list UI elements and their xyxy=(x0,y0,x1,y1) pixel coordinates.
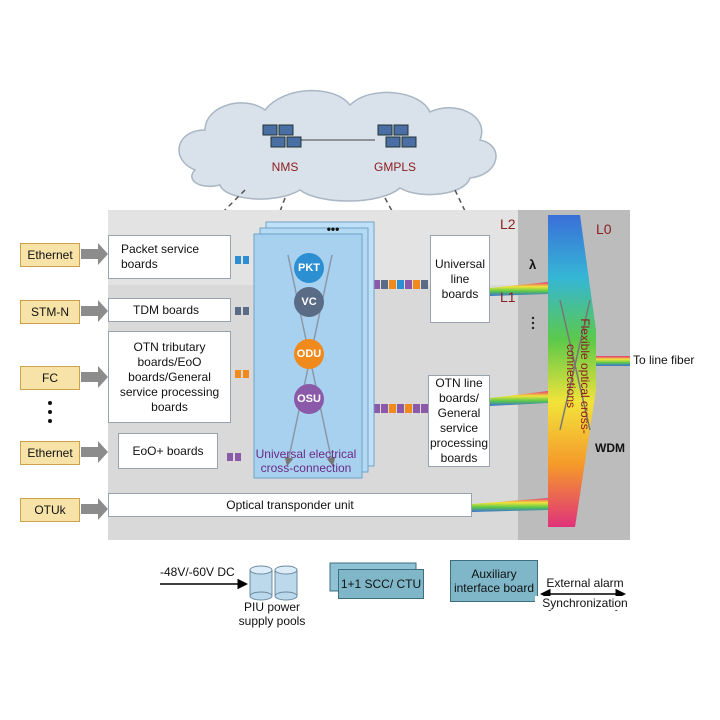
flex-optical-label: Flexible optical cross-connections xyxy=(564,318,592,434)
nms-label: NMS xyxy=(271,160,299,174)
universal-line-boards[interactable]: Universal line boards xyxy=(430,235,490,323)
optical-prism xyxy=(548,215,596,527)
input-fc[interactable]: FC xyxy=(20,366,80,390)
gmpls-label: GMPLS xyxy=(373,160,416,174)
port-squares xyxy=(227,256,249,461)
input-otuk[interactable]: OTUk xyxy=(20,498,80,522)
otn-tributary-boards[interactable]: OTN tributary boards/EoO boards/General … xyxy=(108,331,231,423)
input-ellipsis xyxy=(48,401,52,423)
node-vc[interactable]: VC xyxy=(294,287,324,317)
lambda-label: λ xyxy=(529,257,537,272)
layer-l2: L2 xyxy=(500,216,516,232)
xc-stack-dots: ••• xyxy=(326,222,340,236)
optical-transponder-unit[interactable]: Optical transponder unit xyxy=(108,493,472,517)
node-pkt[interactable]: PKT xyxy=(294,253,324,283)
power-input-label: -48V/-60V DC xyxy=(160,565,235,579)
input-ethernet-2[interactable]: Ethernet xyxy=(20,441,80,465)
auxiliary-interface-board[interactable]: Auxiliary interface board xyxy=(450,560,538,602)
piu-label: PIU power supply pools xyxy=(238,600,306,628)
input-arrows xyxy=(81,243,108,520)
input-ethernet[interactable]: Ethernet xyxy=(20,243,80,267)
node-odu[interactable]: ODU xyxy=(294,339,324,369)
node-osu[interactable]: OSU xyxy=(294,384,324,414)
optical-beams xyxy=(472,282,630,512)
xc-label: Universal electrical cross-connection xyxy=(255,447,357,475)
layer-l0: L0 xyxy=(596,221,612,237)
lambda-dots xyxy=(531,316,535,330)
tdm-boards[interactable]: TDM boards xyxy=(108,298,231,322)
input-stm-n[interactable]: STM-N xyxy=(20,300,80,324)
synchronization-label: Synchronization xyxy=(535,596,635,610)
external-alarm-label: External alarm xyxy=(546,576,624,590)
cloud xyxy=(178,89,497,202)
piu-cylinders-icon xyxy=(249,565,298,601)
eoo-plus-boards[interactable]: EoO+ boards xyxy=(118,433,218,469)
prism-cross-b xyxy=(559,299,591,431)
otn-line-boards[interactable]: OTN line boards/ General service process… xyxy=(428,375,490,467)
scc-ctu-box[interactable]: 1+1 SCC/ CTU xyxy=(338,569,424,599)
to-line-fiber-label: To line fiber xyxy=(633,353,695,367)
gmpls-computers-icon xyxy=(377,124,417,148)
line-port-strips xyxy=(373,280,428,413)
packet-service-boards[interactable]: Packet service boards xyxy=(108,235,231,279)
nms-computers-icon xyxy=(262,124,302,148)
wdm-label: WDM xyxy=(595,441,625,455)
layer-l1: L1 xyxy=(500,289,516,305)
